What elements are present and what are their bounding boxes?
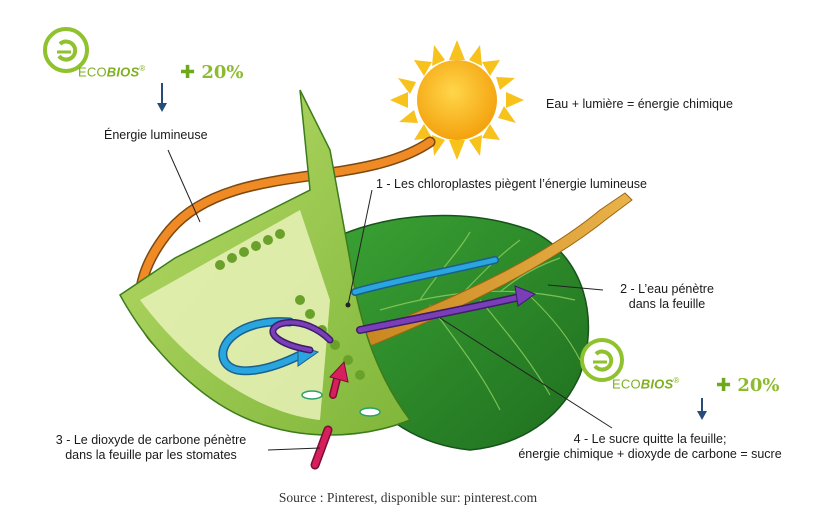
- plus-icon: ✚: [180, 62, 196, 83]
- brand-name: ECOBIOS®: [78, 64, 146, 80]
- label-step3-line1: 3 - Le dioxyde de carbone pénètre: [55, 433, 247, 447]
- down-arrow-icon: [157, 83, 707, 420]
- promo-value: 20%: [737, 375, 780, 396]
- plus-icon: ✚: [716, 375, 732, 396]
- label-step4-line1: 4 - Le sucre quitte la feuille;: [573, 432, 727, 446]
- label-step2-line2: dans la feuille: [628, 297, 706, 311]
- label-step2-line1: 2 - L’eau pénètre: [620, 282, 714, 296]
- promo-badge-top: ✚ 20%: [180, 62, 244, 83]
- brand-bottom: ECOBIOS®: [612, 376, 679, 391]
- promo-value: 20%: [201, 62, 244, 83]
- label-step4-line2: énergie chimique + dioxyde de carbone = …: [518, 447, 782, 461]
- label-equation: Eau + lumière = énergie chimique: [546, 97, 733, 111]
- ecobios-logo-icon: [580, 338, 624, 382]
- sugar-arrow: [269, 285, 537, 354]
- brand-name: ECOBIOS®: [612, 376, 680, 392]
- brand-top: ECOBIOS®: [78, 64, 145, 79]
- co2-arrow: [310, 360, 349, 470]
- sun-icon: [390, 40, 524, 160]
- ecobios-logo-icon: [43, 27, 89, 73]
- label-step3: 3 - Le dioxyde de carbone pénètre dans l…: [36, 433, 266, 463]
- label-step1: 1 - Les chloroplastes piègent l’énergie …: [376, 177, 647, 191]
- label-light-energy: Énergie lumineuse: [104, 128, 208, 142]
- label-step4: 4 - Le sucre quitte la feuille; énergie …: [500, 432, 800, 462]
- leader-lines: [167, 149, 613, 451]
- promo-badge-bottom: ✚ 20%: [716, 375, 780, 396]
- label-step3-line2: dans la feuille par les stomates: [65, 448, 237, 462]
- water-arrow: [218, 256, 499, 376]
- source-caption: Source : Pinterest, disponible sur: pint…: [278, 490, 538, 505]
- label-step2: 2 - L’eau pénètre dans la feuille: [606, 282, 728, 312]
